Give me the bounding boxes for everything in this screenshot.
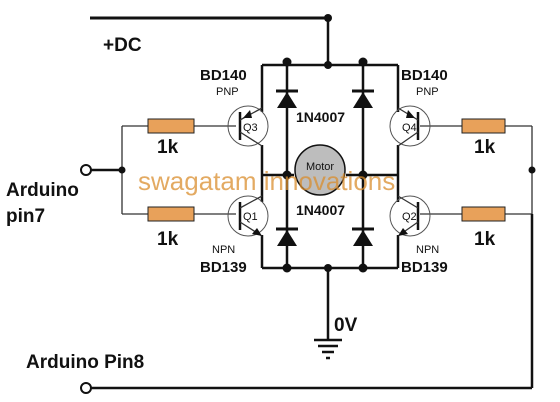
resistors — [147, 118, 506, 222]
pin7-terminal — [80, 164, 92, 176]
resistor-bottom-right — [461, 206, 506, 222]
wiring — [90, 14, 536, 390]
transistors — [227, 105, 431, 237]
pin8-terminal — [80, 382, 92, 394]
diode-left-top-icon — [277, 92, 297, 108]
diode-right-top-icon — [353, 92, 373, 108]
q4-transistor-symbol — [389, 105, 431, 147]
junction-dot — [118, 166, 126, 174]
q4-arrow-icon — [406, 110, 415, 118]
resistor-top-left — [147, 118, 195, 134]
pin7-label-line2: pin7 — [6, 206, 45, 227]
q3-part-label: BD140 — [200, 67, 247, 84]
q3-arrow-icon — [243, 110, 252, 118]
q2-id-label: Q2 — [402, 211, 417, 223]
diodes — [276, 89, 374, 246]
supply-label: +DC — [103, 35, 142, 56]
diode-left-bottom-icon — [277, 230, 297, 246]
q1-transistor-symbol — [227, 195, 269, 237]
q1-part-label: BD139 — [200, 259, 247, 276]
ground-icon — [314, 338, 342, 360]
motor-icon — [294, 144, 346, 196]
q4-type-label: PNP — [416, 86, 439, 98]
q2-arrow-icon — [398, 228, 408, 236]
watermark-text: swagatam innovations — [138, 166, 395, 196]
resistor-bottom-right-label: 1k — [474, 229, 496, 250]
resistor-top-right-label: 1k — [474, 137, 496, 158]
q1-type-label: NPN — [212, 244, 235, 256]
ground-label: 0V — [334, 315, 358, 336]
resistor-top-right — [461, 118, 506, 134]
junction-dot — [358, 57, 368, 67]
junction-dot — [282, 57, 292, 67]
resistor-top-left-label: 1k — [157, 137, 179, 158]
q1-collector-leg — [239, 195, 263, 209]
q1-arrow-icon — [252, 228, 262, 236]
pin8-label: Arduino Pin8 — [26, 352, 144, 373]
q2-type-label: NPN — [416, 244, 439, 256]
junction-dot — [324, 61, 332, 69]
q2-collector-leg — [397, 195, 419, 209]
junction-dot — [358, 170, 368, 180]
q3-id-label: Q3 — [243, 122, 258, 134]
junction-dot — [282, 170, 292, 180]
junction-dot — [528, 166, 536, 174]
q3-transistor-symbol — [227, 105, 269, 147]
pin7-label-line1: Arduino — [6, 180, 79, 201]
q2-transistor-symbol — [389, 195, 431, 237]
junction-dot — [282, 263, 292, 273]
q4-id-label: Q4 — [402, 122, 417, 134]
resistor-bottom-left — [147, 206, 195, 222]
q3-collector-leg — [239, 131, 263, 147]
q4-part-label: BD140 — [401, 67, 448, 84]
motor-label: Motor — [306, 161, 334, 173]
diode-right-bottom-icon — [353, 230, 373, 246]
junction-dot — [358, 263, 368, 273]
q3-type-label: PNP — [216, 86, 239, 98]
q2-part-label: BD139 — [401, 259, 448, 276]
resistor-bottom-left-label: 1k — [157, 229, 179, 250]
q1-id-label: Q1 — [243, 211, 258, 223]
diode-top-label: 1N4007 — [296, 109, 345, 125]
q4-collector-leg — [397, 131, 419, 147]
diode-bottom-label: 1N4007 — [296, 202, 345, 218]
